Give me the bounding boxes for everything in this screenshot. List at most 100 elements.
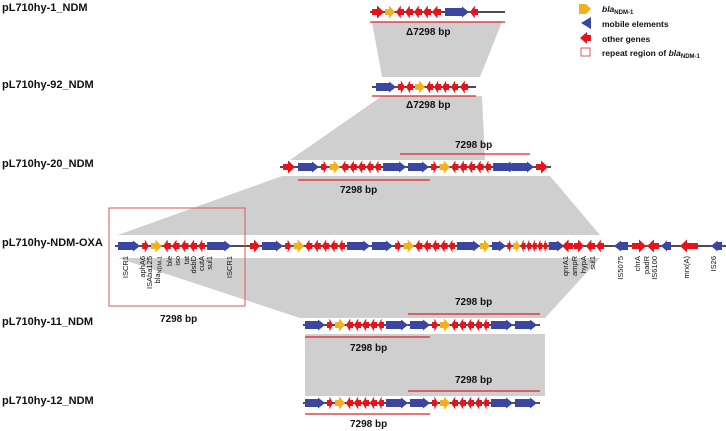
gene-label-right-8: IS6100 (650, 256, 659, 280)
mobile-gene-arrow-8 (445, 6, 469, 18)
bla-gene-arrow-13 (415, 80, 425, 94)
other-gene-arrow-110 (346, 396, 353, 410)
mobile-gene-arrow-96 (386, 319, 408, 331)
region-label-p6-bottom: 7298 bp (350, 419, 387, 430)
other-gene-arrow-55 (321, 239, 330, 253)
other-gene-arrow-9 (470, 5, 478, 19)
other-gene-arrow-101 (459, 318, 466, 332)
mobile-gene-arrow-28 (383, 161, 407, 173)
mobile-gene-arrow-77 (548, 240, 565, 252)
legend-mobile-text: mobile elements (602, 19, 669, 29)
other-gene-arrow-47 (198, 239, 205, 253)
gene-arrows (118, 5, 722, 410)
bla-gene-arrow-22 (329, 160, 340, 174)
plasmid-label-p4: pL710hy-NDM-OXA (2, 237, 103, 249)
other-gene-arrow-39 (536, 160, 548, 174)
other-gene-arrow-43 (163, 239, 171, 253)
region-label-p5-bottom: 7298 bp (350, 343, 387, 354)
other-gene-arrow-1 (372, 5, 384, 19)
bla-label-subscript: NDM-1 (158, 256, 164, 273)
other-gene-arrow-12 (406, 80, 413, 94)
other-gene-arrow-93 (362, 318, 369, 332)
repeat-legend-icon (580, 47, 591, 57)
legend-repeat-italic: bla (669, 48, 682, 58)
mobile-gene-arrow-50 (262, 240, 283, 252)
other-gene-arrow-57 (338, 239, 345, 253)
legend-repeat-text: repeat region of (602, 48, 669, 58)
other-gene-arrow-3 (396, 5, 404, 19)
bla-gene-arrow-99 (440, 318, 450, 332)
mobile-gene-arrow-40 (118, 240, 140, 252)
other-gene-arrow-36 (484, 160, 491, 174)
bla-gene-arrow-118 (440, 396, 450, 410)
homology-shading (118, 22, 600, 396)
region-label-p6-top: 7298 bp (455, 375, 492, 386)
other-gene-arrow-21 (321, 160, 328, 174)
other-gene-arrow-51 (285, 239, 292, 253)
gene-label-left-9: cutA (197, 256, 206, 271)
mobile-gene-arrow-97 (410, 319, 430, 331)
mobile-gene-arrow-37 (493, 161, 517, 173)
other-gene-arrow-113 (370, 396, 377, 410)
other-gene-arrow-114 (378, 396, 384, 410)
other-gene-arrow-73 (526, 239, 532, 253)
mobile-gene-arrow-59 (372, 240, 393, 252)
mobile-legend-icon (581, 17, 591, 29)
mobile-gene-arrow-106 (515, 319, 537, 331)
other-gene-arrow-62 (415, 239, 423, 253)
other-gene-arrow-49 (250, 239, 260, 253)
other-gene-arrow-102 (467, 318, 474, 332)
mobile-gene-arrow-116 (410, 397, 430, 409)
other-gene-arrow-122 (475, 396, 482, 410)
other-gene-arrow-89 (327, 318, 333, 332)
other-gene-arrow-53 (305, 239, 313, 253)
mobile-gene-arrow-88 (305, 319, 325, 331)
gene-label-right-10: IS26 (709, 256, 718, 271)
other-gene-arrow-95 (378, 318, 384, 332)
gene-label-left-8: dsbD (189, 255, 198, 273)
other-gene-arrow-108 (327, 396, 333, 410)
mobile-gene-arrow-20 (298, 161, 319, 173)
gene-label-left-7: tat (182, 255, 191, 264)
other-gene-arrow-5 (414, 5, 422, 19)
homology-region-3 (118, 176, 600, 235)
other-gene-arrow-76 (543, 239, 548, 253)
bla-gene-arrow-90 (335, 318, 345, 332)
other-gene-arrow-117 (432, 396, 438, 410)
bla-gene-arrow-61 (403, 239, 414, 253)
gene-label-left-6: iso (173, 256, 182, 266)
other-gene-arrow-7 (432, 5, 441, 19)
other-gene-arrow-30 (431, 160, 438, 174)
other-gene-arrow-119 (451, 396, 458, 410)
other-gene-arrow-111 (354, 396, 361, 410)
other-gene-arrow-32 (451, 160, 459, 174)
gene-label-right-7: padR (642, 255, 651, 274)
plasmid-label-p2: pL710hy-92_NDM (2, 79, 94, 91)
repeat-region-box (108, 207, 246, 307)
delta-label-2: Δ7298 bp (406, 100, 450, 111)
mobile-gene-arrow-115 (386, 397, 408, 409)
gene-label-right-6: chrA (633, 256, 642, 271)
mobile-gene-arrow-124 (491, 397, 513, 409)
mobile-gene-arrow-69 (492, 240, 506, 252)
other-gene-arrow-123 (483, 396, 489, 410)
other-gene-arrow-70 (507, 239, 512, 253)
gene-label-right-1: qnrA1 (561, 256, 570, 276)
svg-text:repeat region of blaNDM-1: repeat region of blaNDM-1 (602, 48, 701, 60)
bla-gene-arrow-109 (335, 396, 345, 410)
other-gene-arrow-18 (460, 80, 468, 94)
gene-label-right-5: IS5075 (616, 256, 625, 280)
other-gene-arrow-98 (432, 318, 438, 332)
gene-label-left-1: ISCR1 (121, 256, 130, 278)
other-gene-arrow-34 (467, 160, 476, 174)
other-gene-arrow-81 (596, 239, 604, 253)
gene-label-left-4: blaNDM-1 (153, 256, 164, 283)
mobile-gene-arrow-10 (376, 81, 396, 93)
gene-label-left-5: ble (165, 256, 174, 266)
gene-label-left-3: ISAba125 (145, 256, 154, 289)
plasmid-label-p6: pL710hy-12_NDM (2, 395, 94, 407)
other-gene-arrow-41 (142, 239, 149, 253)
other-gene-arrow-86 (680, 239, 698, 253)
other-gene-arrow-54 (313, 239, 321, 253)
